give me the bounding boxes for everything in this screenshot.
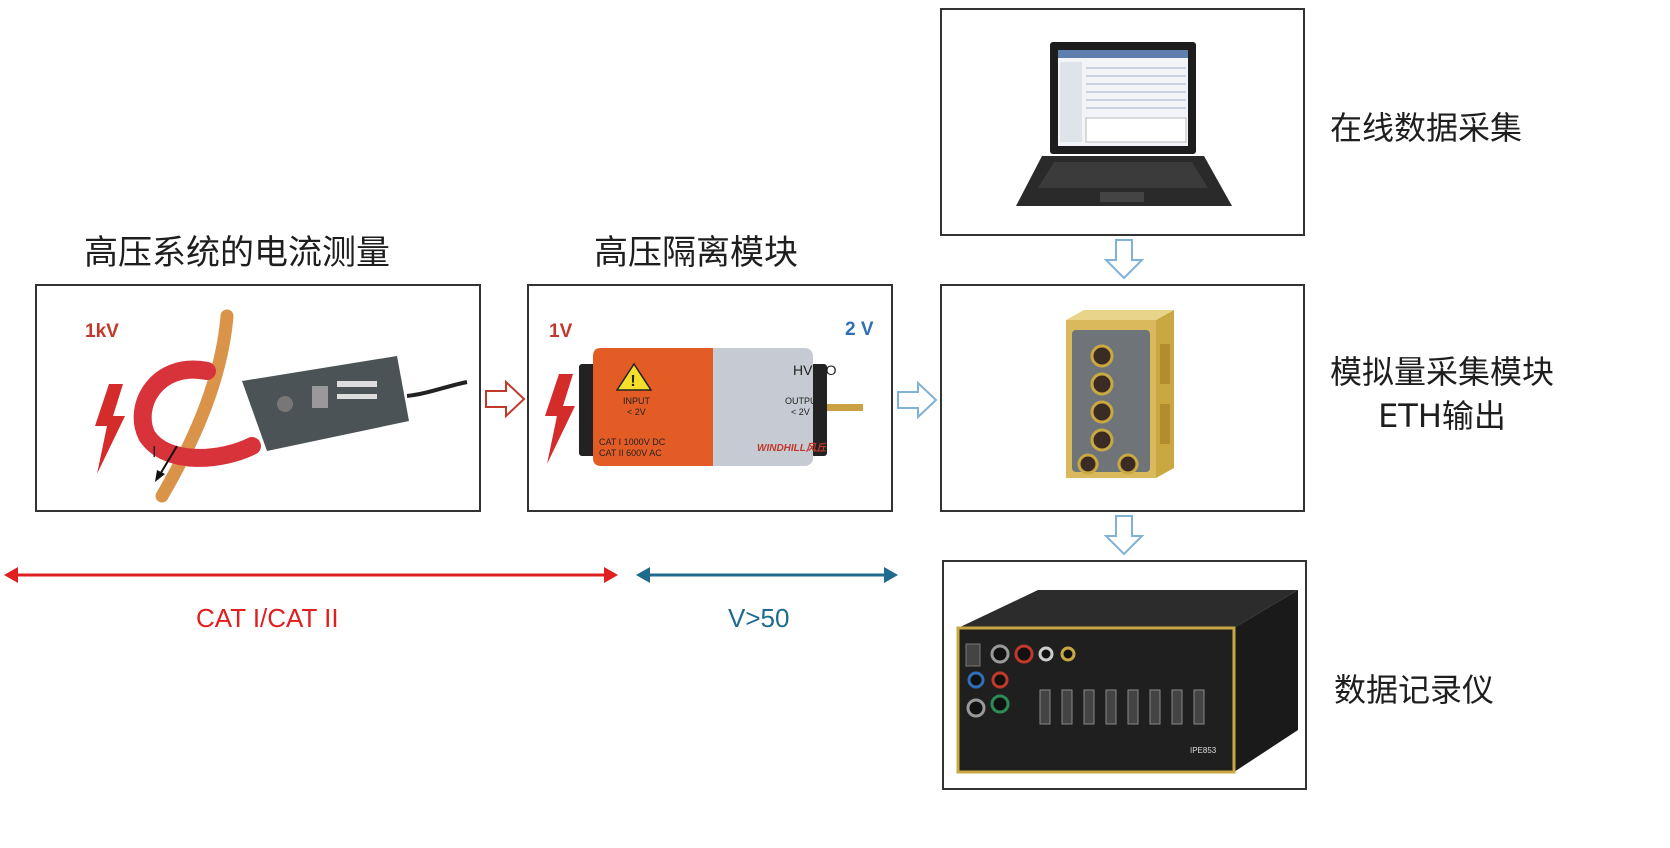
isolation-input-voltage: 1V bbox=[549, 321, 573, 342]
analog-module-image bbox=[1066, 310, 1174, 478]
svg-text:!: ! bbox=[630, 373, 635, 390]
cat-range-label: CAT I/CAT II bbox=[196, 603, 339, 633]
db9-ports bbox=[1039, 689, 1205, 725]
down-arrow-1 bbox=[1104, 239, 1144, 280]
clamp-voltage-label: 1kV bbox=[85, 321, 119, 342]
cat-range-left-head bbox=[4, 567, 18, 583]
cat1-rating: CAT I 1000V DC bbox=[599, 437, 666, 447]
analog-module-box bbox=[940, 284, 1305, 512]
module-label-line1: 模拟量采集模块 bbox=[1330, 353, 1555, 391]
connector-icons bbox=[1077, 344, 1139, 475]
copper-cable bbox=[155, 309, 234, 503]
device-name: HVISO bbox=[793, 362, 837, 378]
v-range-left-head bbox=[636, 567, 650, 583]
recorder-model: IPE853 bbox=[1190, 746, 1217, 755]
current-clamp-image bbox=[95, 309, 468, 503]
laptop-image bbox=[1016, 42, 1232, 206]
v-range-right-head bbox=[884, 567, 898, 583]
isolation-module-image: ! bbox=[545, 348, 863, 466]
online-label: 在线数据采集 bbox=[1330, 109, 1523, 147]
brand-logo: WINDHILL风丘 bbox=[757, 443, 826, 454]
recorder-label: 数据记录仪 bbox=[1334, 671, 1495, 709]
clamp-stage-title: 高压系统的电流测量 bbox=[84, 233, 390, 273]
laptop-box bbox=[940, 8, 1305, 236]
lightning-icon bbox=[95, 384, 125, 474]
recorder-box: IPE853 bbox=[942, 560, 1307, 790]
output-range: < 2V bbox=[791, 407, 810, 417]
output-label: OUTPUT bbox=[785, 396, 822, 406]
cat2-rating: CAT II 600V AC bbox=[599, 448, 662, 458]
module-label: 模拟量采集模块 ETH输出 bbox=[1330, 350, 1554, 438]
isolation-stage-title: 高压隔离模块 bbox=[594, 233, 798, 273]
flow-arrow-1 bbox=[485, 379, 526, 419]
clamp-jaw bbox=[133, 360, 261, 467]
isolation-output-voltage: 2 V bbox=[845, 319, 874, 340]
lightning-icon bbox=[545, 374, 575, 464]
down-arrow-2 bbox=[1104, 515, 1144, 556]
input-range: < 2V bbox=[627, 407, 646, 417]
data-recorder-image bbox=[956, 590, 1298, 774]
clamp-box: 1kV I bbox=[35, 284, 481, 512]
module-label-line2: ETH输出 bbox=[1378, 397, 1506, 435]
warning-icon bbox=[615, 362, 653, 391]
flow-arrow-2 bbox=[897, 380, 938, 420]
v-range-label: V>50 bbox=[728, 603, 790, 633]
current-symbol: I bbox=[152, 444, 157, 461]
input-label: INPUT bbox=[623, 396, 650, 406]
cat-range-right-head bbox=[604, 567, 618, 583]
isolation-box: 1V 2 V ! HVISO INPUT < 2V OUTPUT < 2V CA… bbox=[527, 284, 893, 512]
range-arrows bbox=[4, 567, 898, 583]
